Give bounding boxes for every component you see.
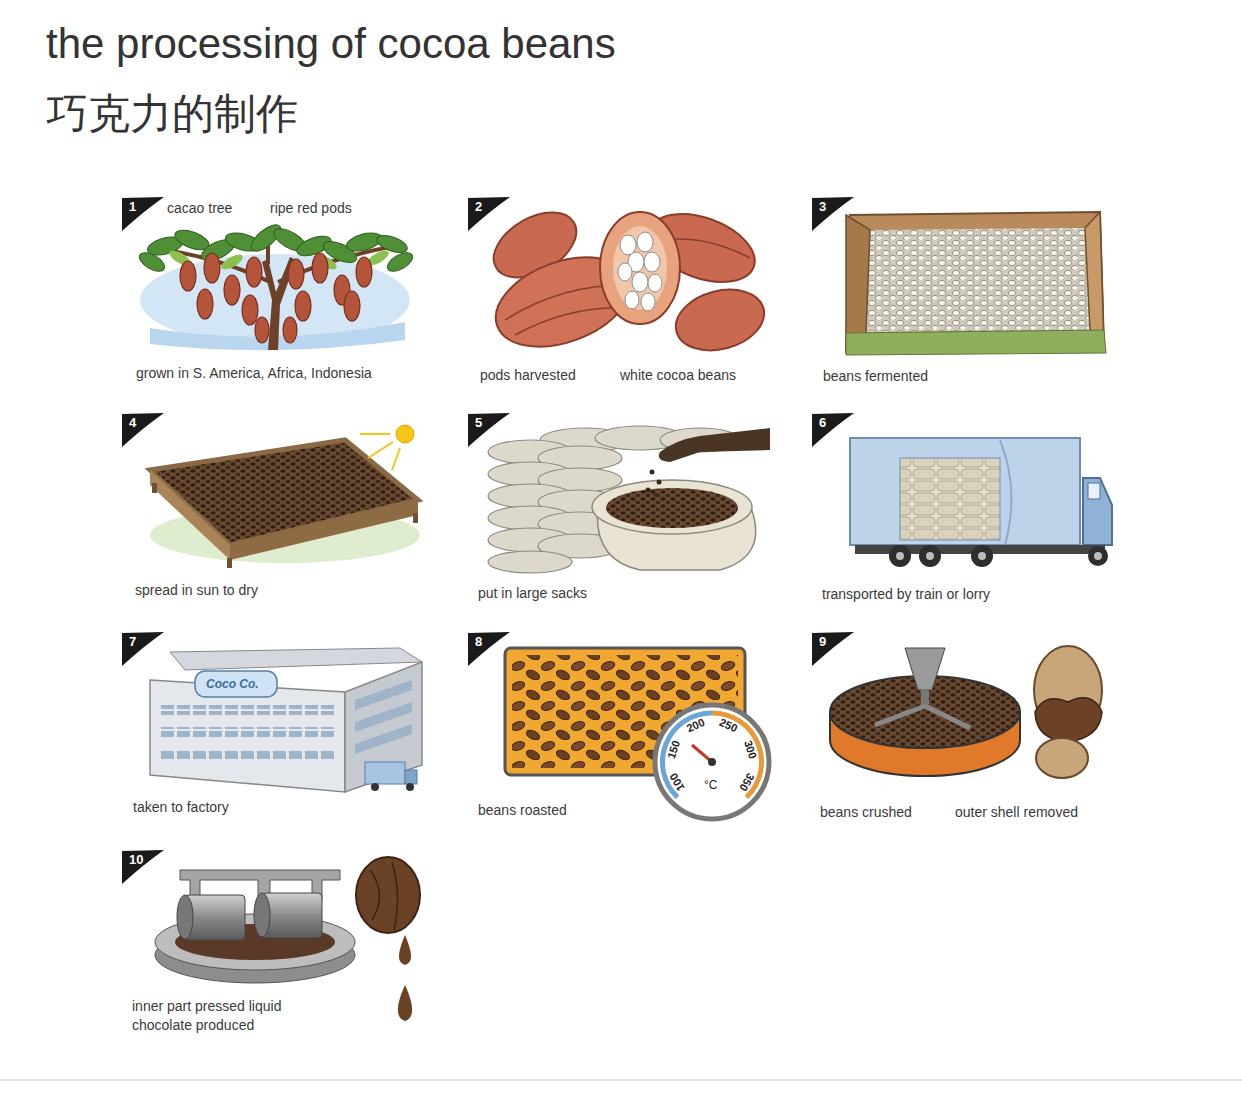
factory [150,648,422,792]
step-caption: white cocoa beans [620,366,736,385]
step-caption: pods harvested [480,366,576,385]
step-badge: 6 [812,413,854,447]
step-caption: spread in sun to dry [135,581,258,600]
crushing-pan [830,646,1102,778]
step-number: 10 [129,853,143,867]
badge-shape [122,632,164,666]
step-badge: 2 [468,197,510,231]
step-number: 2 [475,200,482,214]
unit-label: °C [704,777,717,793]
cocoa-pods [483,199,771,363]
truck [850,438,1112,567]
badge-shape [812,197,854,231]
press-rollers [155,857,420,1021]
step-caption: grown in S. America, Africa, Indonesia [136,364,372,383]
step-badge: 4 [122,413,164,447]
page-title: the processing of cocoa beans [46,20,616,68]
drying-tray [150,425,420,568]
step-badge: 5 [468,413,510,447]
step-caption: outer shell removed [955,803,1078,822]
step-badge: 7 [122,632,164,666]
part-label: ripe red pods [270,199,352,218]
step-number: 8 [475,635,482,649]
badge-shape [468,413,510,447]
step-number: 3 [819,200,826,214]
step-caption: transported by train or lorry [822,585,990,604]
step-caption: taken to factory [133,798,229,817]
fermenting-box [846,212,1106,355]
cacao-tree [136,220,415,350]
step-number: 4 [129,416,136,430]
step-number: 7 [129,635,136,649]
step-number: 9 [819,635,826,649]
step-caption: beans crushed [820,803,912,822]
step-caption: beans roasted [478,801,567,820]
step-caption: beans fermented [823,367,928,386]
step-badge: 1 [122,197,164,231]
badge-shape [812,413,854,447]
subtitle: 巧克力的制作 [46,86,298,143]
step-caption: inner part pressed liquid chocolate prod… [132,997,317,1035]
step-badge: 10 [122,850,164,884]
factory-sign: Coco Co. [206,676,259,692]
badge-shape [468,197,510,231]
badge-shape [122,197,164,231]
step-number: 5 [475,416,482,430]
step-badge: 9 [812,632,854,666]
part-label: cacao tree [167,199,232,218]
step-badge: 3 [812,197,854,231]
roasting-tray [505,648,769,819]
badge-shape [122,413,164,447]
step-number: 6 [819,416,826,430]
step-caption: put in large sacks [478,584,587,603]
badge-shape [468,632,510,666]
step-number: 1 [129,200,136,214]
step-badge: 8 [468,632,510,666]
badge-shape [812,632,854,666]
sacks [488,426,770,573]
